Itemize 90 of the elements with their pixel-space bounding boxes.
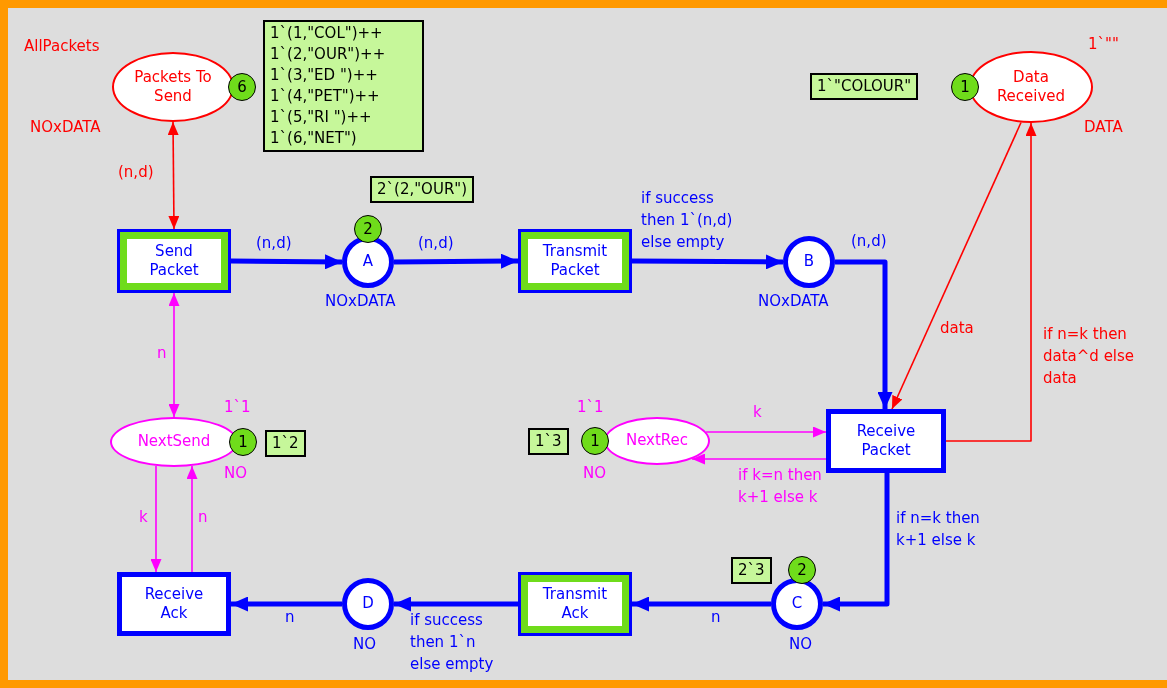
place-name: NextSend — [137, 432, 211, 452]
token-count-badge — [354, 215, 382, 243]
place-name: C — [791, 594, 803, 614]
transition-name: Receive Ack — [143, 584, 205, 624]
place-name: Packets To Send — [133, 67, 213, 107]
marking-box — [528, 428, 569, 455]
arc-inscription: (n,d) — [256, 233, 292, 254]
token-count-badge — [228, 73, 256, 101]
token-count-badge — [581, 427, 609, 455]
arc-arrow — [231, 596, 342, 612]
marking-box — [731, 557, 772, 584]
arc-arrow — [394, 253, 518, 269]
initial-marking-label: 1`1 — [224, 398, 251, 416]
arc-inscription: n — [285, 607, 295, 628]
token-count-badge — [229, 428, 257, 456]
transition-box — [117, 572, 231, 636]
arc-inscription: k — [753, 402, 762, 423]
place-circle — [783, 236, 835, 288]
arc-arrow — [168, 292, 180, 418]
marking-box — [265, 430, 306, 457]
transition-box — [518, 572, 632, 636]
arc-inscription: if success then 1`(n,d) else empty — [641, 188, 734, 253]
arc-arrow — [891, 121, 1022, 410]
arc-inscription: k — [139, 507, 148, 528]
arc-inscription: if success then 1`n else empty — [410, 610, 495, 675]
arc-inscription: (n,d) — [851, 231, 887, 252]
arc-arrow — [632, 254, 783, 270]
token-count: 1 — [590, 432, 600, 450]
place-ellipse — [604, 417, 710, 465]
color-set-label: NO — [224, 464, 248, 482]
marking-box — [370, 176, 475, 203]
token-count-badge — [788, 556, 816, 584]
arc-inscription: n — [711, 607, 721, 628]
place-name: A — [362, 252, 374, 272]
transition-name: Transmit Ack — [541, 584, 609, 624]
initial-marking-label: 1`"" — [1088, 35, 1119, 53]
color-set-label: DATA — [1084, 118, 1123, 136]
color-set-label: NOxDATA — [30, 118, 101, 136]
color-set-label: NO — [583, 464, 607, 482]
marking-box — [263, 20, 424, 152]
marking-text: 2`(2,"OUR") — [377, 180, 468, 198]
arc-inscription: if n=k then k+1 else k — [896, 508, 981, 551]
place-name: B — [803, 252, 815, 272]
transition-box — [518, 229, 632, 293]
place-circle — [342, 236, 394, 288]
arc-arrow — [823, 473, 890, 612]
arc-arrow — [186, 465, 198, 573]
marking-box — [810, 73, 919, 100]
marking-text: 1`3 — [535, 432, 562, 450]
arc-inscription: n — [198, 507, 208, 528]
arc-inscription: (n,d) — [118, 162, 154, 183]
place-name: D — [362, 594, 374, 614]
transition-name: Send Packet — [148, 241, 200, 281]
place-circle — [771, 578, 823, 630]
arc-arrow — [632, 596, 771, 612]
arc-arrow — [230, 254, 343, 270]
marking-text: 1`2 — [272, 434, 299, 452]
arc-inscription: (n,d) — [418, 233, 454, 254]
arc-arrow — [394, 596, 518, 612]
arc-inscription: if k=n then k+1 else k — [738, 465, 823, 508]
token-count-badge — [951, 73, 979, 101]
color-set-label: NO — [789, 635, 813, 653]
place-circle — [342, 578, 394, 630]
marking-text: 2`3 — [738, 561, 765, 579]
token-count: 2 — [363, 220, 373, 238]
arc-arrow — [835, 259, 893, 409]
place-name: NextRec — [625, 431, 689, 451]
transition-box — [826, 409, 946, 473]
token-count: 1 — [960, 78, 970, 96]
arc-inscription: data — [940, 318, 974, 339]
place-name: Data Received — [995, 67, 1067, 107]
arc-arrow — [150, 465, 162, 573]
transition-name: Transmit Packet — [541, 241, 609, 281]
arc-inscription: if n=k then data^d else data — [1043, 324, 1136, 389]
token-count: 6 — [237, 78, 247, 96]
marking-text: 1`"COLOUR" — [817, 77, 912, 95]
arc-arrow — [945, 122, 1037, 442]
token-count: 1 — [238, 433, 248, 451]
transition-name: Receive Packet — [855, 421, 917, 461]
place-name: AllPackets — [24, 37, 100, 55]
color-set-label: NO — [353, 635, 377, 653]
arc-arrow — [691, 453, 827, 465]
arc-arrow — [167, 121, 180, 230]
arc-inscription: n — [157, 343, 167, 364]
marking-text: 1`(1,"COL")++ 1`(2,"OUR")++ 1`(3,"ED ")++ 1`(4,"PET")++ 1`(5,"RI ")++ 1`(6,"NET") — [270, 24, 386, 147]
color-set-label: NOxDATA — [325, 292, 396, 310]
color-set-label: NOxDATA — [758, 292, 829, 310]
token-count: 2 — [797, 561, 807, 579]
initial-marking-label: 1`1 — [577, 398, 604, 416]
transition-box — [117, 229, 231, 293]
